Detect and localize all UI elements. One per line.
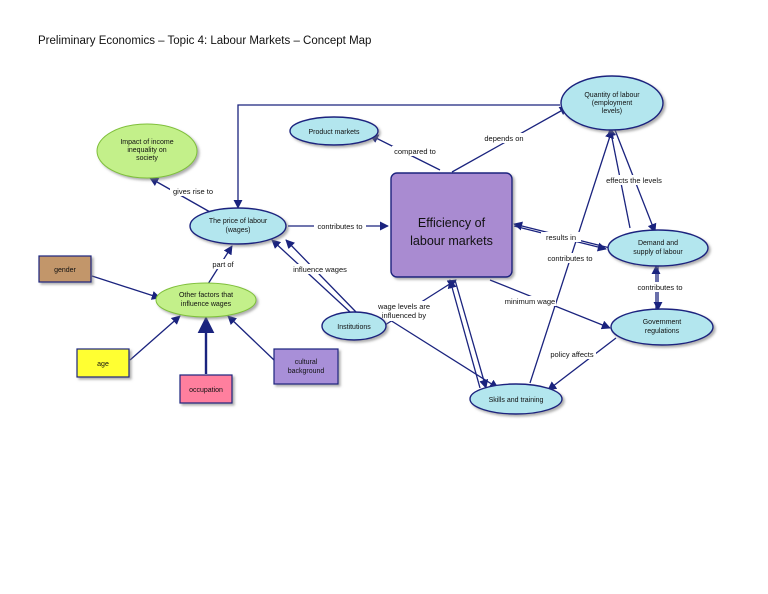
- node-quantity[interactable]: Quantity of labour (employment levels): [560, 75, 664, 131]
- node-label-line: contributes to: [317, 222, 362, 231]
- node-label-line: influenced by: [382, 311, 426, 320]
- node-label-line: Skills and training: [489, 397, 544, 404]
- edge-skills-efficiency: [447, 279, 481, 389]
- label-wage-levels: wage levels are influenced by: [375, 301, 433, 321]
- node-label-line: Institutions: [337, 324, 371, 331]
- node-label-line: Product markets: [309, 129, 360, 136]
- label-gives-rise-to: gives rise to: [170, 186, 216, 196]
- node-label-line: The price of labour: [209, 218, 268, 225]
- label-depends-on: depends on: [482, 133, 526, 143]
- node-label-line: influence wages: [181, 301, 232, 308]
- node-label-line: minimum wage: [505, 297, 555, 306]
- node-label-line: (wages): [226, 227, 251, 234]
- node-label-line: compared to: [394, 147, 436, 156]
- node-label-line: levels): [602, 108, 622, 115]
- node-government[interactable]: Government regulations: [610, 308, 714, 346]
- node-label-line: age: [97, 361, 109, 368]
- node-income-inequality[interactable]: Impact of income inequality on society: [96, 123, 198, 179]
- node-label-line: regulations: [645, 328, 680, 335]
- node-label-line: Quantity of labour: [584, 92, 640, 99]
- node-price[interactable]: The price of labour (wages): [189, 207, 287, 245]
- node-skills[interactable]: Skills and training: [469, 383, 563, 415]
- node-label-line: gender: [54, 267, 76, 274]
- node-label-line: part of: [212, 260, 234, 269]
- edge-influence-wages-2: [285, 239, 357, 313]
- node-label-line: contributes to: [547, 254, 592, 263]
- node-cultural[interactable]: cultural background: [273, 348, 339, 385]
- edge-influence-wages: [271, 239, 351, 313]
- node-label-line: contributes to: [637, 283, 682, 292]
- label-contributes-to-3: contributes to: [634, 282, 686, 292]
- label-contributes-to-2: contributes to: [544, 253, 596, 263]
- node-label-line: society: [136, 155, 158, 162]
- node-label-line: labour markets: [410, 234, 493, 248]
- edge-quantity-to-price: [233, 104, 560, 209]
- node-label-line: Government: [643, 319, 682, 326]
- node-label-line: inequality on: [127, 147, 166, 154]
- node-label-line: results in: [546, 233, 576, 242]
- node-product-markets[interactable]: Product markets: [289, 116, 379, 146]
- node-label-line: supply of labour: [633, 249, 683, 256]
- node-label-line: Impact of income: [120, 139, 173, 146]
- edge-policy-affects: [547, 337, 617, 391]
- label-effects-levels: effects the levels: [603, 175, 665, 185]
- node-other-factors[interactable]: Other factors that influence wages: [155, 282, 257, 318]
- edge-cultural: [227, 315, 275, 361]
- node-demand-supply[interactable]: Demand and supply of labour: [607, 229, 709, 267]
- node-label-line: Efficiency of: [418, 216, 486, 230]
- edge-institutions-skills: [389, 319, 499, 389]
- label-results-in: results in: [541, 232, 581, 242]
- page-title: Preliminary Economics – Topic 4: Labour …: [38, 35, 372, 47]
- label-contributes-to-1: contributes to: [314, 221, 366, 231]
- label-compared-to: compared to: [392, 146, 438, 156]
- node-label-line: Demand and: [638, 240, 678, 247]
- label-part-of: part of: [209, 259, 237, 269]
- label-influence-wages: influence wages: [291, 264, 349, 274]
- node-label-line: effects the levels: [606, 176, 662, 185]
- node-institutions[interactable]: Institutions: [321, 311, 387, 341]
- node-label-line: depends on: [484, 134, 523, 143]
- node-gender[interactable]: gender: [38, 255, 92, 283]
- node-age[interactable]: age: [76, 348, 130, 378]
- node-label-line: occupation: [189, 387, 223, 394]
- edge-efficiency-skills: [454, 279, 489, 389]
- label-minimum-wage: minimum wage: [504, 296, 556, 306]
- label-policy-affects: policy affects: [548, 349, 596, 359]
- node-occupation[interactable]: occupation: [179, 374, 233, 404]
- node-label-line: influence wages: [293, 265, 347, 274]
- node-label-line: cultural: [295, 359, 318, 366]
- edge-gender: [91, 275, 161, 300]
- node-label-line: Other factors that: [179, 292, 233, 299]
- node-label-line: (employment: [592, 100, 633, 107]
- node-label-line: policy affects: [550, 350, 593, 359]
- edge-age: [129, 315, 181, 361]
- node-label-line: wage levels are: [377, 302, 430, 311]
- node-label-line: gives rise to: [173, 187, 213, 196]
- node-label-line: background: [288, 368, 325, 375]
- node-efficiency[interactable]: Efficiency of labour markets: [390, 172, 513, 278]
